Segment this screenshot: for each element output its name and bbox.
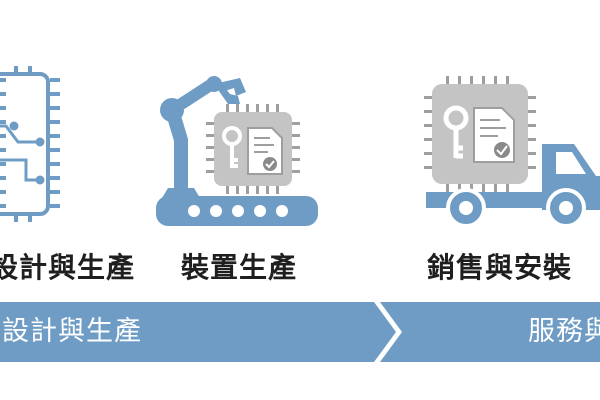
stage-label-design: 設計與生產 <box>0 251 136 284</box>
band-label-design: 設計與生產 <box>2 316 142 347</box>
delivery-truck-icon <box>424 76 600 228</box>
stage-label-assembly: 裝置生產 <box>181 251 298 284</box>
band-label-service: 服務與 <box>528 316 600 347</box>
circuit-chip-icon <box>0 66 60 222</box>
band-segment-service <box>380 302 600 362</box>
band-segment-design <box>0 302 396 362</box>
robot-arm-assembly-icon <box>156 76 318 226</box>
stage-label-sales: 銷售與安裝 <box>427 251 573 284</box>
process-band <box>0 302 600 362</box>
